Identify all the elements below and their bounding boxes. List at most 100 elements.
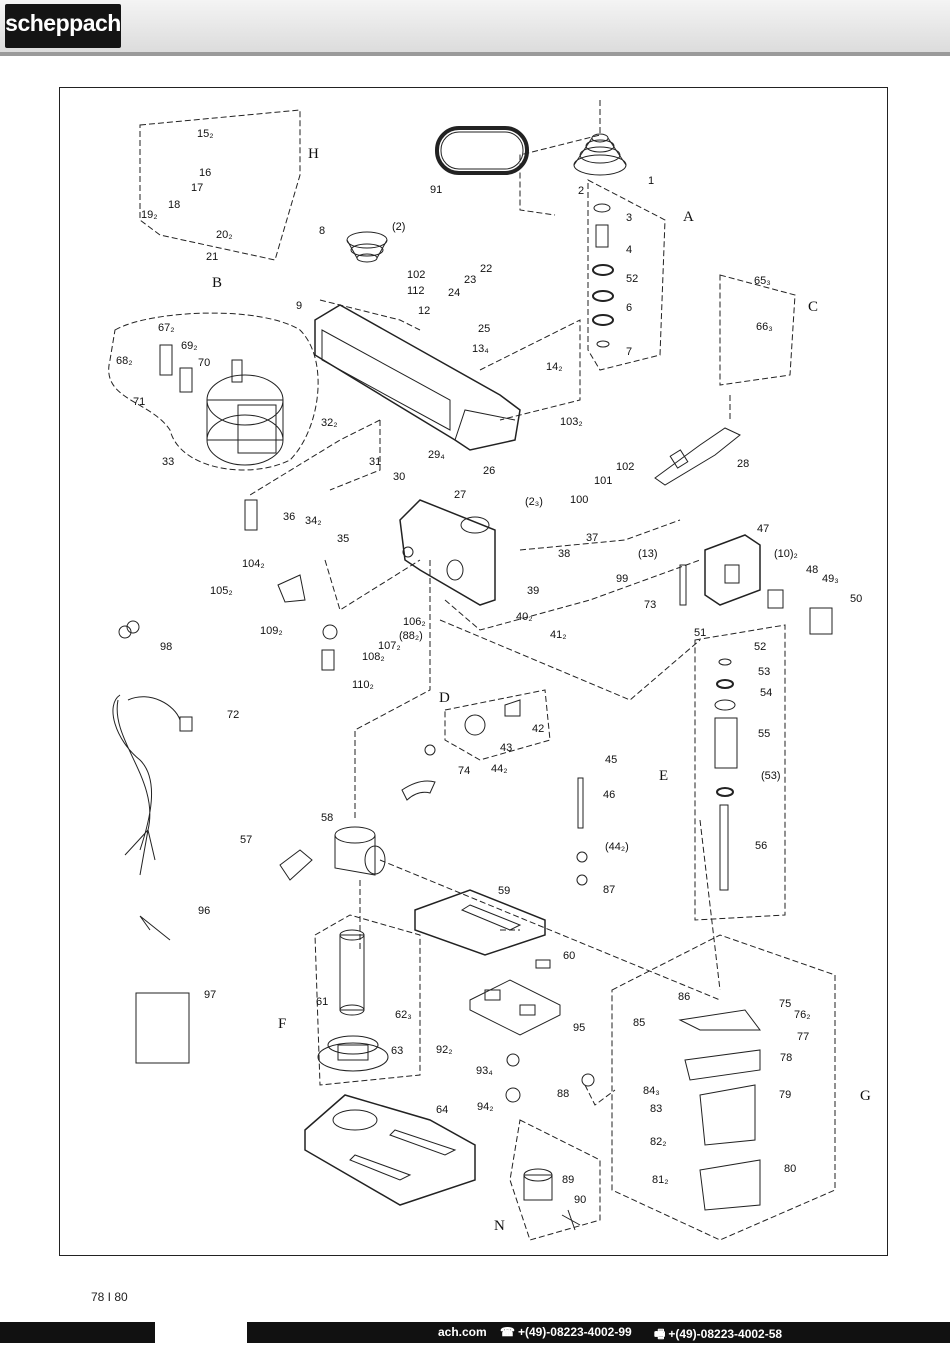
part-label: 33	[162, 456, 174, 468]
part-label: 72	[227, 709, 239, 721]
footer-phone: ☎+(49)-08223-4002-99	[500, 1325, 632, 1339]
part-label: 41₂	[550, 629, 567, 641]
part-label: 99	[616, 573, 628, 585]
part-label: 74	[458, 765, 470, 777]
part-label: 46	[603, 789, 615, 801]
drill-chuck	[523, 1168, 581, 1231]
phone-icon: ☎	[500, 1325, 515, 1339]
part-label: 109₂	[260, 625, 283, 637]
machine-vise	[469, 979, 561, 1036]
part-label: 52	[754, 641, 766, 653]
part-label: 108₂	[362, 651, 385, 663]
part-label: 65₃	[754, 275, 771, 287]
group-label-f: F	[278, 1016, 286, 1032]
part-label: 93₄	[476, 1065, 493, 1077]
part-label: 107₂	[378, 640, 401, 652]
part-label: 79	[779, 1089, 791, 1101]
rack	[679, 564, 687, 606]
part-label: 80	[784, 1163, 796, 1175]
page-number: 78 I 80	[91, 1290, 128, 1304]
part-label: 39	[527, 585, 539, 597]
part-label: 61	[316, 996, 328, 1008]
part-label: 22	[480, 263, 492, 275]
part-label: 51	[694, 627, 706, 639]
hex-key	[139, 915, 171, 941]
group-b-outline	[108, 312, 319, 471]
part-label: 17	[191, 182, 203, 194]
part-label: 66₃	[756, 321, 773, 333]
feed-handle-knob	[244, 499, 258, 531]
part-label: 34₂	[305, 515, 322, 527]
part-label: 78	[780, 1052, 792, 1064]
work-table	[414, 889, 546, 956]
fax-icon: 🖷	[654, 1327, 666, 1341]
chuck-guard	[678, 1009, 761, 1211]
group-c-outline	[719, 274, 796, 386]
group-d-outline	[444, 689, 551, 761]
part-label: 84₃	[643, 1085, 660, 1097]
head-casting	[399, 499, 496, 606]
part-label: 3	[626, 212, 632, 224]
part-label: 100	[570, 494, 588, 506]
part-label: 70	[198, 357, 210, 369]
part-label: 102	[616, 461, 634, 473]
part-label: 56	[755, 840, 767, 852]
depth-stop-bracket	[277, 574, 306, 603]
part-label: 54	[760, 687, 772, 699]
group-label-h: H	[308, 146, 319, 162]
part-label: 13₄	[472, 343, 489, 355]
part-label: 14₂	[546, 361, 563, 373]
footer-fax-number: +(49)-08223-4002-58	[668, 1327, 783, 1341]
group-a-outline	[587, 179, 666, 371]
part-label: 97	[204, 989, 216, 1001]
switch-box	[704, 534, 833, 635]
part-label: 30	[393, 471, 405, 483]
part-label: 47	[757, 523, 769, 535]
part-label: 27	[454, 489, 466, 501]
part-label: 91	[430, 184, 442, 196]
part-label: (53)	[761, 770, 781, 782]
part-label: 32₂	[321, 417, 338, 429]
part-label: (13)	[638, 548, 658, 560]
part-label: 112	[407, 285, 425, 297]
part-label: 50	[850, 593, 862, 605]
part-label: 81₂	[652, 1174, 669, 1186]
belt-guard	[314, 304, 521, 451]
part-label: 2	[578, 185, 584, 197]
part-label: 63	[391, 1045, 403, 1057]
part-label: 44₂	[491, 763, 508, 775]
v-belt	[435, 126, 529, 175]
part-label: (44₂)	[605, 841, 629, 853]
part-label: 90	[574, 1194, 586, 1206]
part-label: 4	[626, 244, 632, 256]
base-plate	[304, 1094, 476, 1206]
brand-logo: scheppach	[5, 4, 121, 48]
part-label: 21	[206, 251, 218, 263]
rack-segment	[401, 780, 436, 801]
part-label: 1	[648, 175, 654, 187]
footer-bar: ach.com ☎+(49)-08223-4002-99 🖷+(49)-0822…	[0, 1322, 950, 1343]
part-label: (10)₂	[774, 548, 798, 560]
part-label: 18	[168, 199, 180, 211]
part-label: 94₂	[477, 1101, 494, 1113]
part-label: 19₂	[141, 209, 158, 221]
part-label: 85	[633, 1017, 645, 1029]
part-label: 29₄	[428, 449, 445, 461]
part-label: 20₂	[216, 229, 233, 241]
quill-assembly	[714, 658, 738, 891]
spindle-pulley	[573, 133, 627, 176]
part-label: 16	[199, 167, 211, 179]
part-label: 62₃	[395, 1009, 412, 1021]
part-label: 9	[296, 300, 302, 312]
part-label: 52	[626, 273, 638, 285]
footer-website[interactable]: ach.com	[438, 1325, 487, 1339]
part-label: 88	[557, 1088, 569, 1100]
part-label: 71	[133, 396, 145, 408]
part-label: 57	[240, 834, 252, 846]
part-label: 37	[586, 532, 598, 544]
part-label: 45	[605, 754, 617, 766]
part-label: 42	[532, 723, 544, 735]
part-label: 101	[594, 475, 612, 487]
group-label-d: D	[439, 690, 450, 706]
